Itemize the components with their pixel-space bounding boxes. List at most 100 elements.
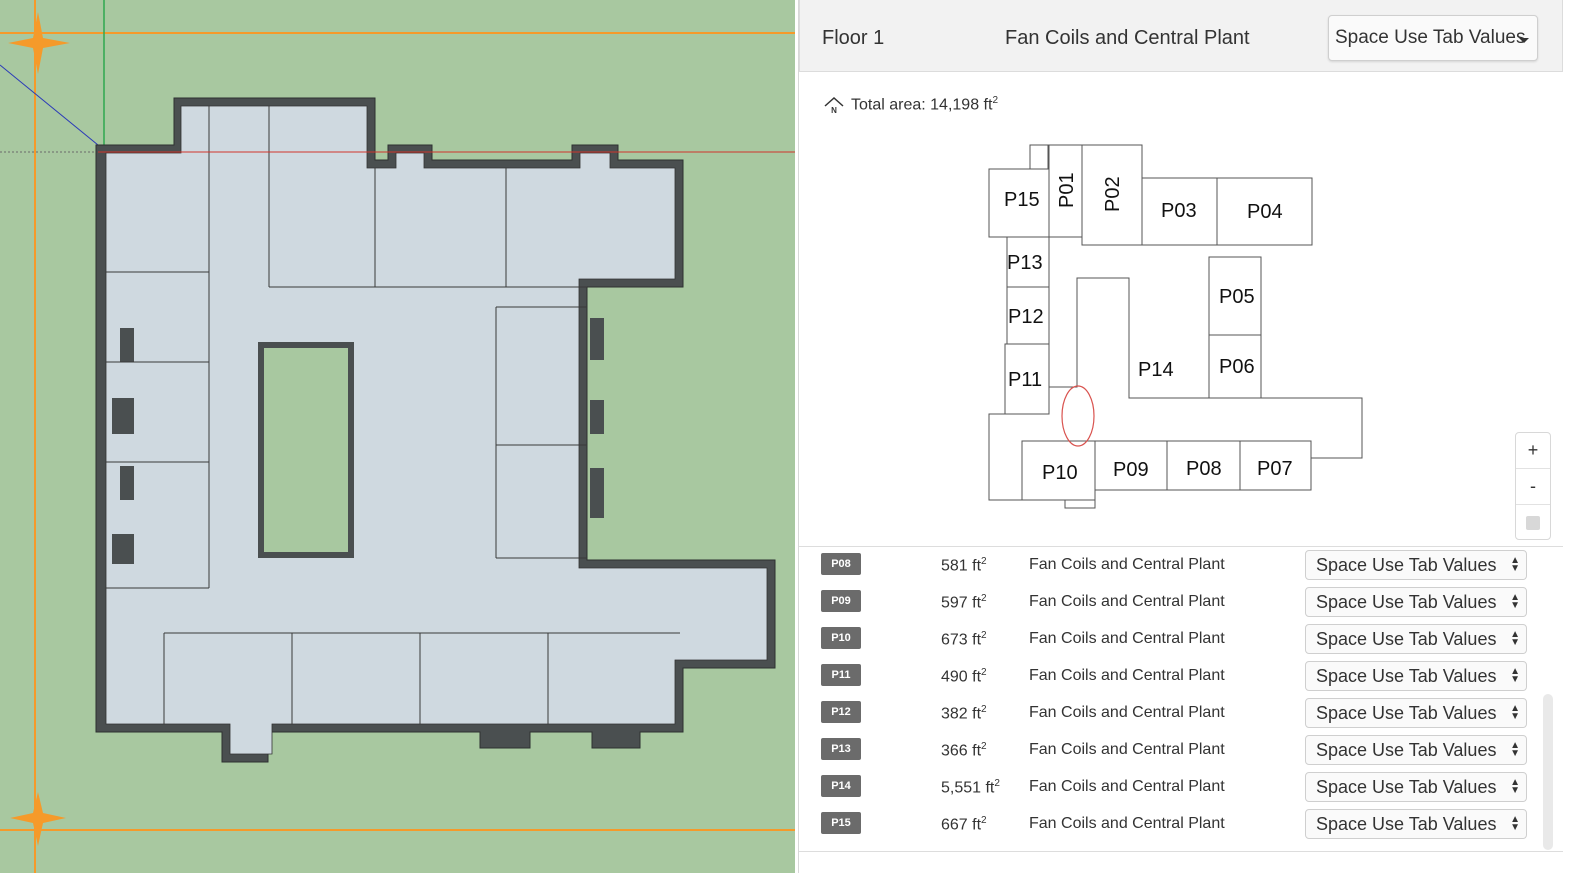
space-badge: P10 — [821, 627, 861, 649]
guide-point-bottom[interactable] — [10, 792, 66, 846]
space-use-select[interactable]: Space Use Tab Values▲▼ — [1305, 550, 1527, 580]
list-item: P10 673 ft2 Fan Coils and Central Plant … — [799, 622, 1563, 659]
space-area: 673 ft2 — [941, 630, 987, 649]
space-badge: P15 — [821, 812, 861, 834]
space-area: 490 ft2 — [941, 667, 987, 686]
label-p09: P09 — [1113, 459, 1149, 481]
space-badge: P13 — [821, 738, 861, 760]
room-p02[interactable] — [1081, 144, 1143, 246]
label-p07: P07 — [1257, 458, 1293, 480]
panel-header: Floor 1 Fan Coils and Central Plant Spac… — [799, 0, 1563, 72]
space-area: 597 ft2 — [941, 593, 987, 612]
space-badge: P11 — [821, 664, 861, 686]
total-area: N Total area: 14,198 ft2 — [823, 95, 998, 115]
list-item: P11 490 ft2 Fan Coils and Central Plant … — [799, 659, 1563, 696]
select-arrows-icon: ▲▼ — [1510, 740, 1520, 759]
list-scrollbar[interactable] — [1543, 694, 1553, 850]
space-use-select[interactable]: Space Use Tab Values▲▼ — [1305, 698, 1527, 728]
label-p11: P11 — [1008, 369, 1042, 391]
list-item: P14 5,551 ft2 Fan Coils and Central Plan… — [799, 770, 1563, 807]
label-p10: P10 — [1042, 462, 1078, 484]
selection-highlight — [1061, 385, 1095, 447]
space-use-select[interactable]: Space Use Tab Values▲▼ — [1305, 809, 1527, 839]
label-p13: P13 — [1007, 252, 1043, 274]
space-use-select[interactable]: Space Use Tab Values▲▼ — [1305, 624, 1527, 654]
list-item: P15 667 ft2 Fan Coils and Central Plant … — [799, 807, 1563, 844]
space-use: Fan Coils and Central Plant — [1029, 593, 1225, 610]
space-use: Fan Coils and Central Plant — [1029, 667, 1225, 684]
label-p14: P14 — [1138, 359, 1174, 381]
room-p10[interactable] — [1021, 440, 1096, 501]
floorplan-rooms — [988, 144, 1363, 509]
total-area-text: Total area: 14,198 ft — [851, 96, 993, 114]
select-arrows-icon: ▲▼ — [1510, 703, 1520, 722]
reset-view-button[interactable] — [1516, 505, 1550, 541]
select-arrows-icon: ▲▼ — [1510, 666, 1520, 685]
label-p12: P12 — [1008, 306, 1044, 328]
select-arrows-icon: ▲▼ — [1510, 555, 1520, 574]
space-use: Fan Coils and Central Plant — [1029, 778, 1225, 795]
select-arrows-icon: ▲▼ — [1510, 592, 1520, 611]
floor-name: Floor 1 — [822, 27, 885, 49]
zoom-controls: + - — [1515, 432, 1551, 540]
svg-text:N: N — [831, 106, 837, 115]
courtyard — [264, 348, 348, 552]
label-p06: P06 — [1219, 356, 1255, 378]
room-p11[interactable] — [1004, 343, 1050, 415]
list-item: P09 597 ft2 Fan Coils and Central Plant … — [799, 585, 1563, 622]
floor-title: Fan Coils and Central Plant — [1005, 27, 1250, 49]
list-item: P13 366 ft2 Fan Coils and Central Plant … — [799, 733, 1563, 770]
label-p08: P08 — [1186, 458, 1222, 480]
room-p04[interactable] — [1216, 177, 1313, 246]
zoom-out-button[interactable]: - — [1516, 469, 1550, 505]
space-use-dropdown-label: Space Use Tab Values — [1335, 27, 1526, 48]
space-use-select[interactable]: Space Use Tab Values▲▼ — [1305, 661, 1527, 691]
label-p15: P15 — [1004, 189, 1040, 211]
space-badge: P12 — [821, 701, 861, 723]
label-p02: P02 — [1102, 176, 1124, 212]
room-p09[interactable] — [1094, 440, 1168, 491]
select-arrows-icon: ▲▼ — [1510, 814, 1520, 833]
square-icon — [1526, 516, 1540, 530]
guide-point-top[interactable] — [8, 12, 70, 74]
floor-panel: Floor 1 Fan Coils and Central Plant Spac… — [798, 0, 1592, 873]
3d-viewport[interactable] — [0, 0, 795, 873]
blue-axis — [0, 64, 99, 146]
select-arrows-icon: ▲▼ — [1510, 777, 1520, 796]
space-use: Fan Coils and Central Plant — [1029, 815, 1225, 832]
room-p08[interactable] — [1166, 440, 1241, 491]
room-p05[interactable] — [1208, 256, 1262, 336]
panel-bottom-border — [799, 851, 1563, 852]
zoom-in-button[interactable]: + — [1516, 433, 1550, 469]
panel-divider — [799, 546, 1563, 547]
space-use-select[interactable]: Space Use Tab Values▲▼ — [1305, 735, 1527, 765]
guide-lines — [0, 0, 795, 873]
floorplan-labels: P15 P01 P02 P03 P04 P13 P12 P11 P05 P06 … — [1004, 172, 1293, 484]
space-badge: P09 — [821, 590, 861, 612]
space-area: 581 ft2 — [941, 556, 987, 575]
room-partitions — [106, 106, 680, 724]
space-use: Fan Coils and Central Plant — [1029, 556, 1225, 573]
space-use-select[interactable]: Space Use Tab Values▲▼ — [1305, 587, 1527, 617]
room-p15-notch — [1029, 144, 1049, 170]
space-area: 667 ft2 — [941, 815, 987, 834]
list-item: P12 382 ft2 Fan Coils and Central Plant … — [799, 696, 1563, 733]
space-area: 366 ft2 — [941, 741, 987, 760]
label-p01: P01 — [1056, 172, 1078, 208]
space-badge: P08 — [821, 553, 861, 575]
building-model[interactable] — [0, 0, 795, 873]
building-floor[interactable] — [105, 105, 768, 755]
room-p07[interactable] — [1239, 440, 1312, 491]
space-use-select[interactable]: Space Use Tab Values▲▼ — [1305, 772, 1527, 802]
space-use: Fan Coils and Central Plant — [1029, 630, 1225, 647]
label-p04: P04 — [1247, 201, 1283, 223]
space-badge: P14 — [821, 775, 861, 797]
space-area: 382 ft2 — [941, 704, 987, 723]
select-arrows-icon: ▲▼ — [1510, 629, 1520, 648]
north-arrow-icon: N — [824, 96, 844, 115]
space-area: 5,551 ft2 — [941, 778, 1000, 797]
room-p03[interactable] — [1141, 177, 1218, 246]
floorplan-map[interactable]: P15 P01 P02 P03 P04 P13 P12 P11 P05 P06 … — [799, 130, 1563, 530]
label-p03: P03 — [1161, 200, 1197, 222]
space-use-dropdown[interactable]: Space Use Tab Values — [1328, 15, 1538, 61]
